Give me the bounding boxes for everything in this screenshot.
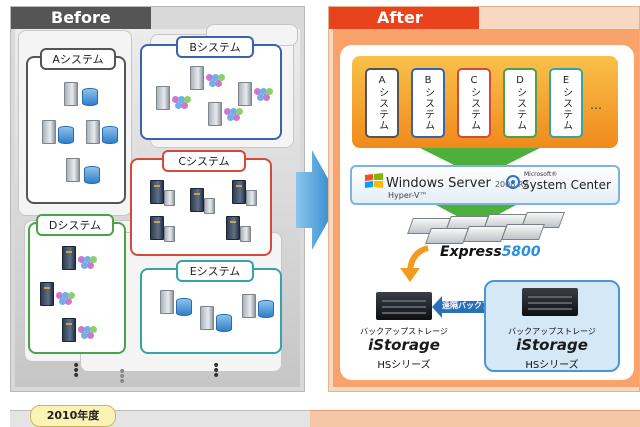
- system-d-label: Dシステム: [36, 214, 114, 236]
- express5800-label: Express5800: [440, 244, 541, 260]
- system-a-label: Aシステム: [40, 48, 116, 70]
- after-title: After: [329, 7, 479, 29]
- server-icon: [190, 188, 204, 212]
- storage-left-caption: バックアップストレージ: [360, 327, 448, 336]
- server-icon: [40, 282, 54, 306]
- transition-arrow-icon: [296, 150, 340, 250]
- server-icon: [160, 290, 174, 314]
- database-icon: [84, 166, 100, 184]
- vm-system-c: Cシステム: [457, 68, 491, 138]
- server-icon: [246, 190, 257, 206]
- system-e-box: Eシステム: [140, 260, 282, 354]
- backup-storage-right-icon: [522, 288, 578, 316]
- hyperv-label: Hyper-V™: [388, 191, 428, 200]
- server-icon: [240, 226, 251, 242]
- system-center-logo-icon: [506, 175, 520, 189]
- server-icon: [150, 216, 164, 240]
- server-icon: [242, 294, 256, 318]
- server-icon: [232, 180, 246, 204]
- server-icon: [164, 226, 175, 242]
- system-d-box: Dシステム: [28, 214, 126, 354]
- storage-right-caption: バックアップストレージ: [508, 327, 596, 336]
- server-icon: [226, 216, 240, 240]
- network-nodes-icon: [78, 326, 97, 340]
- server-icon: [156, 86, 170, 110]
- database-icon: [216, 314, 232, 332]
- windows-server-version: 2008 R2: [494, 180, 529, 189]
- storage-right-brand: iStorage: [516, 336, 588, 354]
- server-icon: [64, 82, 78, 106]
- storage-right-series: HSシリーズ: [525, 360, 579, 371]
- continuation-dots: •••: [118, 364, 127, 390]
- footer-timeline-after: [310, 410, 640, 427]
- vm-system-a: Aシステム: [365, 68, 399, 138]
- windows-logo-icon: [365, 173, 383, 188]
- database-icon: [258, 300, 274, 318]
- windows-server-label: Windows Server 2008 R2: [386, 176, 529, 191]
- microsoft-label: Microsoft®: [524, 171, 558, 178]
- network-nodes-icon: [206, 74, 225, 88]
- funnel-connector-icon: [420, 148, 540, 166]
- server-icon: [66, 158, 80, 182]
- vm-system-d: Dシステム: [503, 68, 537, 138]
- storage-left-series: HSシリーズ: [377, 360, 431, 371]
- backup-storage-left-icon: [376, 292, 432, 320]
- network-nodes-icon: [254, 88, 273, 102]
- network-nodes-icon: [56, 292, 75, 306]
- server-icon: [150, 180, 164, 204]
- vm-system-e: Eシステム: [549, 68, 583, 138]
- system-center-label: System Center: [522, 178, 611, 192]
- network-nodes-icon: [78, 256, 97, 270]
- year-badge: 2010年度: [30, 405, 116, 427]
- server-icon: [42, 120, 56, 144]
- server-icon: [190, 66, 204, 90]
- server-icon: [164, 190, 175, 206]
- server-icon: [62, 246, 76, 270]
- server-icon: [204, 198, 215, 214]
- system-c-box: Cシステム: [130, 150, 272, 256]
- server-icon: [208, 102, 222, 126]
- system-b-box: Bシステム: [140, 36, 282, 140]
- continuation-dots: •••: [212, 358, 221, 384]
- server-icon: [62, 318, 76, 342]
- database-icon: [102, 126, 118, 144]
- funnel-connector-icon: [436, 205, 516, 221]
- continuation-dots: •••: [72, 358, 81, 384]
- network-nodes-icon: [224, 108, 243, 122]
- database-icon: [176, 298, 192, 316]
- backup-flow-arrow-icon: [400, 245, 429, 282]
- network-nodes-icon: [172, 96, 191, 110]
- server-icon: [238, 82, 252, 106]
- before-title: Before: [11, 7, 151, 29]
- database-icon: [58, 126, 74, 144]
- storage-left-brand: iStorage: [368, 336, 440, 354]
- server-icon: [200, 306, 214, 330]
- database-icon: [82, 88, 98, 106]
- remote-backup-label: 遠隔バックアップ: [442, 301, 506, 310]
- vm-more-ellipsis: …: [590, 98, 602, 112]
- server-icon: [86, 120, 100, 144]
- express-server-icon: [501, 224, 545, 240]
- system-e-label: Eシステム: [176, 260, 254, 282]
- vm-system-b: Bシステム: [411, 68, 445, 138]
- platform-bar: [350, 165, 620, 205]
- system-b-label: Bシステム: [176, 36, 254, 58]
- system-c-label: Cシステム: [162, 150, 246, 172]
- system-a-box: Aシステム: [26, 48, 126, 204]
